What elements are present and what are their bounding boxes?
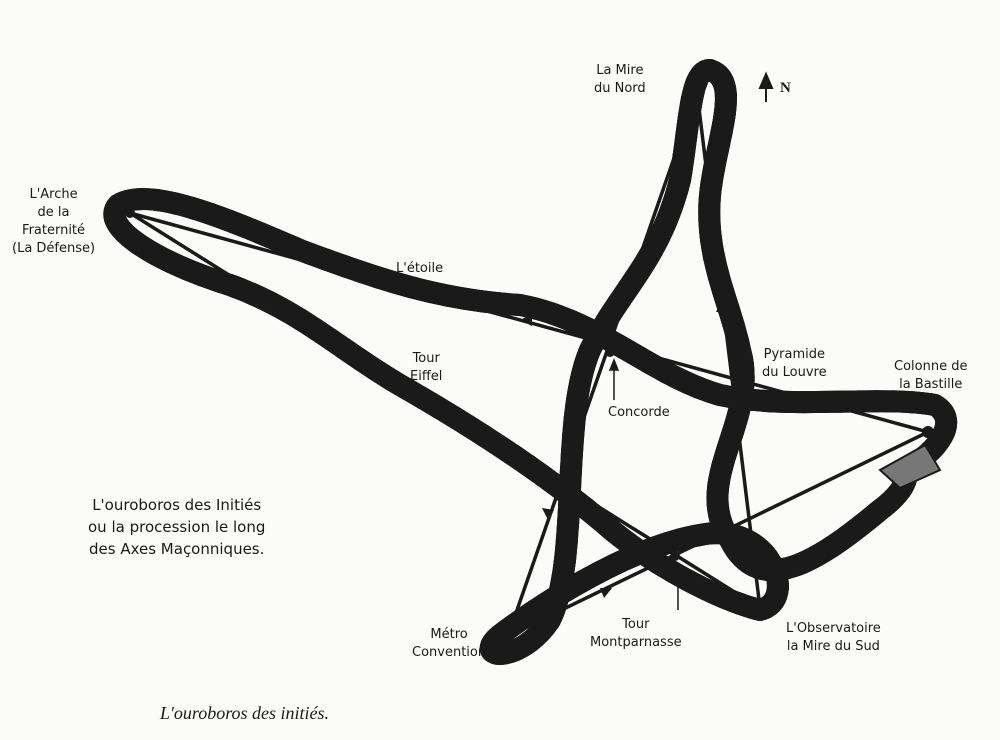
axis-convention-bastille xyxy=(507,430,929,638)
node-arche xyxy=(125,208,135,218)
axis-nord-convention xyxy=(506,91,699,637)
node-nord xyxy=(692,87,702,97)
north-arrow-icon xyxy=(758,71,774,102)
label-pyramide: Pyramide du Louvre xyxy=(762,347,827,380)
node-convention xyxy=(503,631,513,641)
node-concorde xyxy=(605,347,615,357)
label-bastille: Colonne de la Bastille xyxy=(894,359,968,392)
node-louvre xyxy=(738,378,746,386)
label-observatoire: L'Observatoire la Mire du Sud xyxy=(786,621,881,654)
node-bastille xyxy=(922,426,934,438)
north-label: N xyxy=(780,80,791,96)
direction-arrows xyxy=(472,300,728,598)
figure-caption: L'ouroboros des initiés. xyxy=(160,703,330,723)
node-observatoire xyxy=(755,603,765,613)
node-montparnasse xyxy=(670,551,680,561)
label-montparnasse: Tour Montparnasse xyxy=(590,617,682,650)
axis-nord-observatoire xyxy=(695,91,762,609)
label-arche: L'Arche de la Fraternité (La Défense) xyxy=(12,187,96,256)
snake-body xyxy=(114,59,946,654)
label-concorde: Concorde xyxy=(608,405,670,420)
pointer-arrows xyxy=(608,357,684,610)
axis-arche-observatoire xyxy=(129,211,761,610)
label-convention: Métro Convention xyxy=(412,627,487,660)
label-tour-eiffel: Tour Eiffel xyxy=(410,351,443,384)
node-eiffel xyxy=(388,373,398,383)
snake-head xyxy=(878,443,942,490)
node-etoile xyxy=(395,281,405,291)
nodes xyxy=(125,87,934,641)
label-etoile: L'étoile xyxy=(396,261,444,276)
legend-text: L'ouroboros des Initiés ou la procession… xyxy=(88,496,266,558)
label-mire-nord: La Mire du Nord xyxy=(594,63,646,96)
